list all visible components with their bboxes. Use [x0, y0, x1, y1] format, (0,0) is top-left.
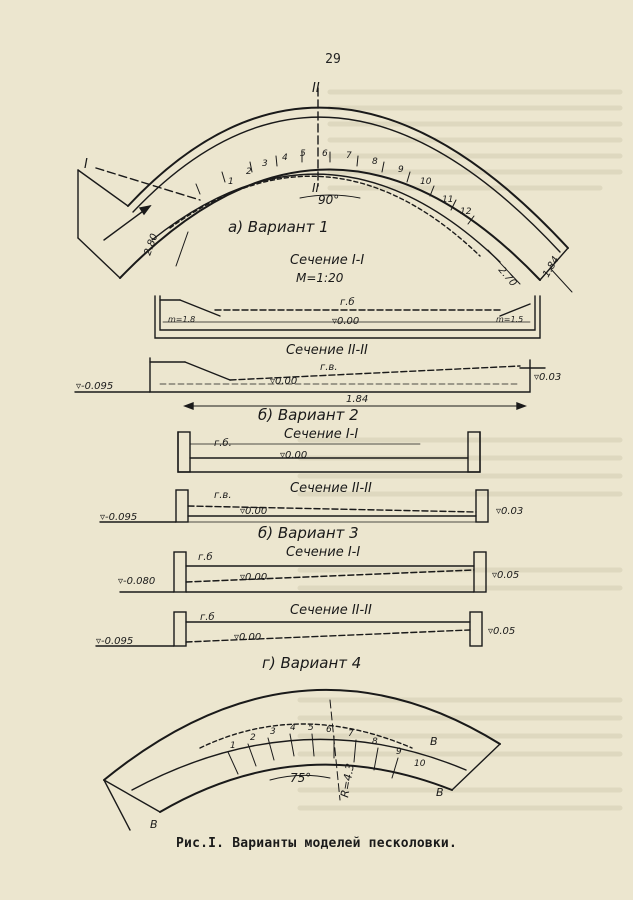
section-1-1-v3-title: Сечение I-I — [286, 545, 360, 560]
s2-right-mark: ▿0.03 — [534, 372, 561, 383]
section-1-1-v2 — [177, 431, 481, 473]
width-right: B — [430, 735, 438, 748]
section-2-2-v2 — [99, 489, 489, 523]
s4-right-mark: ▿0.03 — [496, 506, 523, 517]
s2-span: 1.84 — [346, 394, 368, 405]
section-1-1-v3 — [119, 551, 487, 593]
page-number: 29 — [325, 52, 341, 67]
s4-zero: ▿0.00 — [240, 506, 267, 517]
section-2-2-title: Сечение II-II — [286, 343, 368, 358]
cell-number: 8 — [372, 737, 378, 747]
s2-left-mark: ▿-0.095 — [76, 381, 113, 392]
cell-number: 2 — [246, 167, 252, 177]
s6-zero: ▿0.00 — [234, 632, 261, 643]
s5-left-mark: ▿-0.080 — [118, 576, 155, 587]
cell-number: 10 — [420, 177, 432, 187]
section-1-1-v2-title: Сечение I-I — [284, 427, 358, 442]
angle-75: 75° — [290, 771, 311, 785]
cell-number: 8 — [372, 157, 378, 167]
variant-2-title: б) Вариант 2 — [258, 406, 359, 424]
section-mark-inner: II — [312, 181, 320, 195]
cell-number: 1 — [230, 741, 236, 751]
cell-number: 6 — [326, 725, 332, 735]
cell-number: 4 — [282, 153, 288, 163]
cell-numbers-v4: 1 2 3 4 5 6 7 8 9 10 — [230, 723, 426, 769]
s6-right-mark: ▿0.05 — [488, 626, 515, 637]
cell-number: 4 — [290, 723, 296, 733]
section-2-2-v1 — [74, 357, 546, 411]
s4-left-mark: ▿-0.095 — [100, 512, 137, 523]
variant-1-title: а) Вариант 1 — [228, 218, 329, 236]
cell-number: 2 — [250, 733, 256, 743]
cell-number: 5 — [308, 723, 314, 733]
section-2-2-v2-title: Сечение II-II — [290, 481, 372, 496]
cell-number: 12 — [460, 207, 472, 217]
cell-number: 7 — [348, 729, 354, 739]
section-2-2-v3 — [95, 611, 483, 647]
cell-number: 3 — [262, 159, 268, 169]
s1-wall-right: m=1.5 — [496, 315, 523, 324]
cell-number: 11 — [442, 195, 453, 205]
dim-right-outer: 1.84 — [541, 255, 562, 280]
cell-number: 3 — [270, 727, 276, 737]
cell-number: 1 — [228, 177, 234, 187]
s3-level-label: г.б. — [214, 437, 232, 449]
section-scale: М=1:20 — [296, 271, 344, 285]
section-1-1-v1 — [154, 295, 541, 339]
section-1-1-title: Сечение I-I — [290, 253, 364, 268]
s5-level-label: г.б — [198, 551, 213, 563]
s4-level-label: г.в. — [214, 490, 232, 501]
cell-number: 10 — [414, 759, 426, 769]
section-2-2-v3-title: Сечение II-II — [290, 603, 372, 618]
angle-90: 90° — [318, 193, 339, 207]
plan-variant-4 — [103, 688, 501, 831]
s1-zero: ▿0.00 — [332, 316, 359, 327]
cell-number: 7 — [346, 151, 352, 161]
dim-left: 2.80 — [142, 232, 160, 257]
width-right-2: B — [436, 786, 444, 799]
variant-3-title: б) Вариант 3 — [258, 524, 359, 542]
dim-right: 2.70 — [496, 265, 519, 289]
s6-left-mark: ▿-0.095 — [96, 636, 133, 647]
cell-number: 5 — [300, 149, 306, 159]
radius-label: R=4.3 — [338, 762, 357, 798]
cell-number: 9 — [396, 747, 402, 757]
width-left: B — [150, 818, 158, 831]
plan-variant-1 — [77, 87, 573, 293]
section-mark-left: I — [84, 157, 88, 172]
s2-level-label: г.в. — [320, 362, 338, 373]
section-mark-top: II — [312, 81, 320, 96]
s6-level-label: г.б — [200, 611, 215, 623]
s2-zero: ▿0.00 — [270, 376, 297, 387]
variant-4-title: г) Вариант 4 — [262, 654, 361, 672]
cell-number: 9 — [398, 165, 404, 175]
cell-number: 6 — [322, 149, 328, 159]
figure-caption: Рис.I. Варианты моделей песколовки. — [176, 836, 457, 851]
cell-numbers-v1: 1 2 3 4 5 6 7 8 9 10 11 12 — [228, 149, 472, 217]
s3-zero: ▿0.00 — [280, 450, 307, 461]
s1-wall-left: m=1.8 — [168, 315, 195, 324]
s5-right-mark: ▿0.05 — [492, 570, 519, 581]
s1-level-label: г.б — [340, 296, 355, 308]
s5-zero: ▿0.00 — [240, 572, 267, 583]
